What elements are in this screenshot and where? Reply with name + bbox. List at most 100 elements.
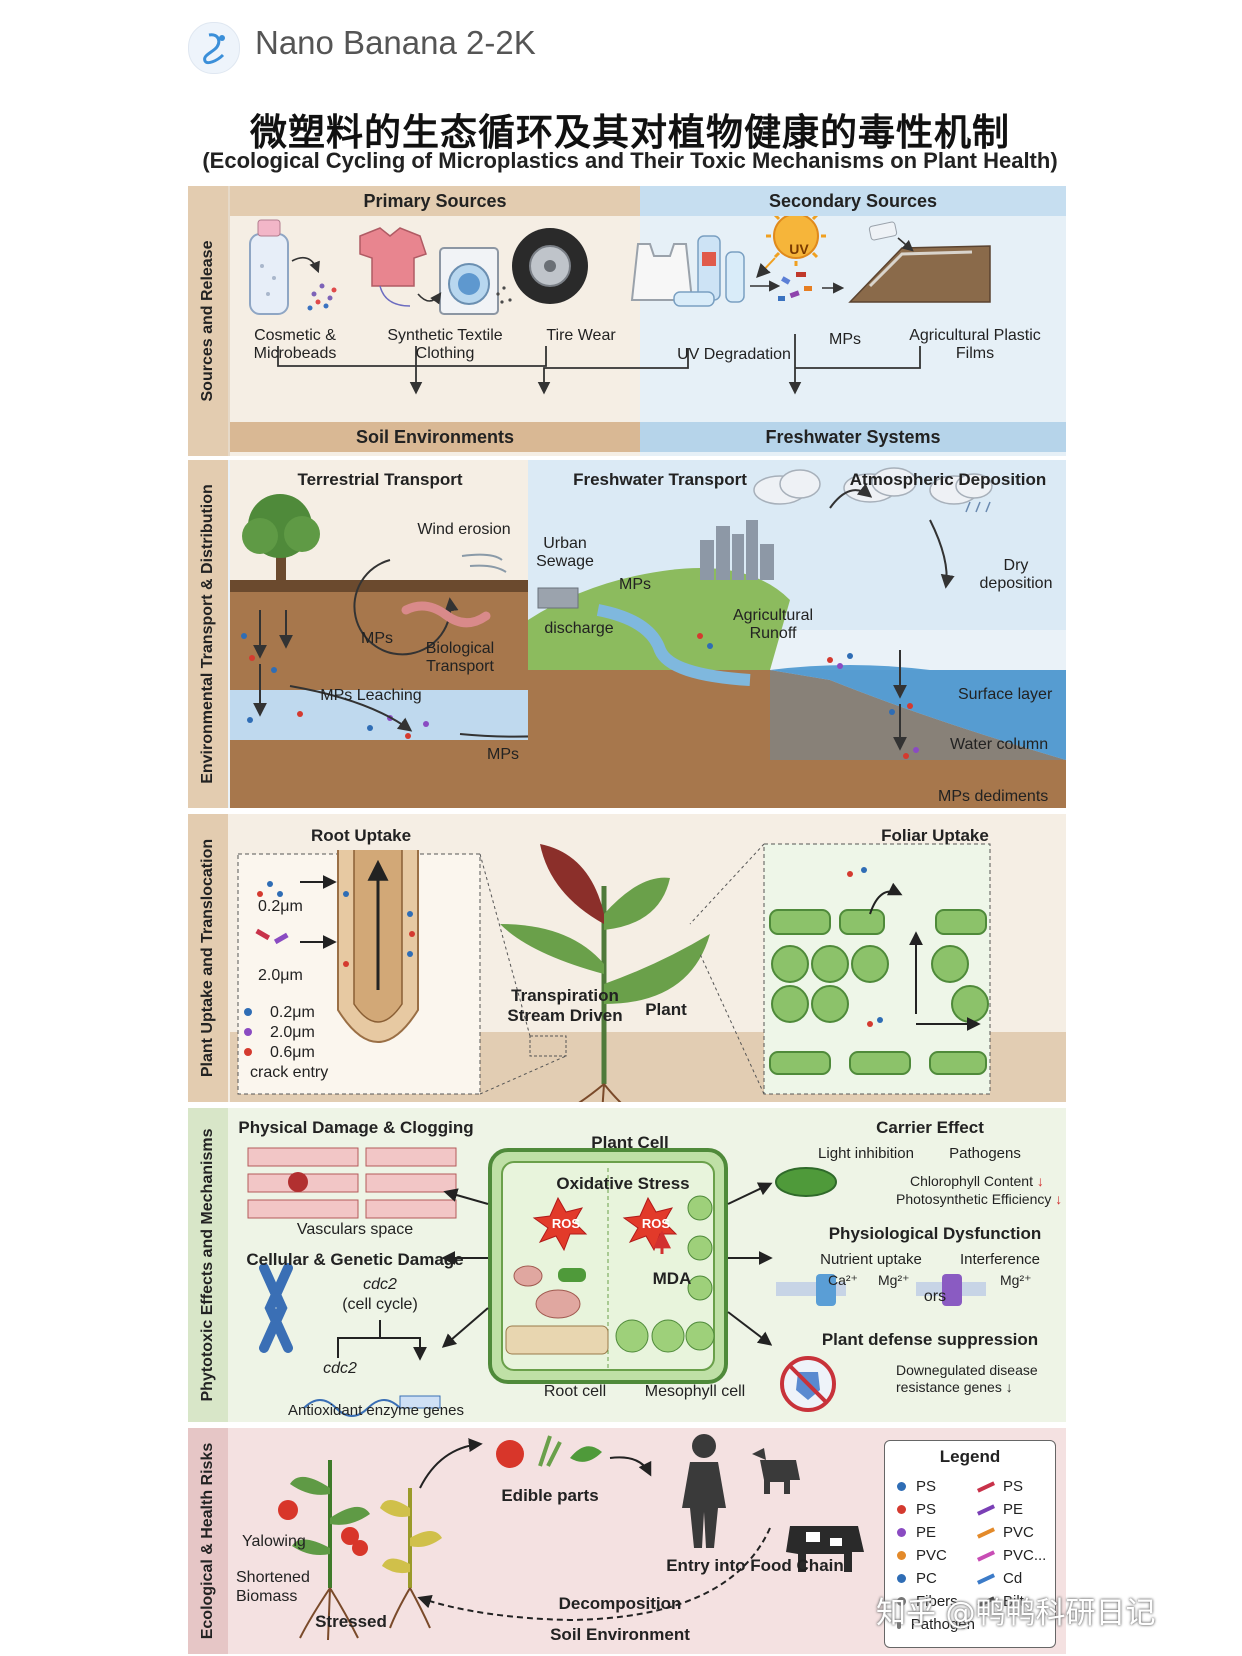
legend-item: Fibers [897,1590,975,1613]
legend-swatch-icon [897,1528,906,1537]
size-2-0-label: 2.0μm [258,967,303,984]
light-inhibition-label: Light inhibition [818,1145,914,1162]
legend-item: Pathogen [897,1613,975,1636]
legend-item: PS [897,1475,975,1498]
risk-illustration [278,1434,864,1641]
legend-label: PE [1003,1501,1024,1518]
ros-label-2: ROS [641,1216,671,1231]
legend-swatch-icon [976,1503,996,1516]
legend-swatch-icon [897,1551,906,1560]
legend-label: Pathogen [910,1616,975,1633]
legend-label: PC [916,1570,937,1587]
legend-label: PVC... [1003,1547,1047,1564]
wind-erosion-label: Wind erosion [417,521,511,538]
primary-panel [230,186,640,456]
mesophyll-cell-label: Mesophyll cell [644,1383,746,1400]
cosmetic-label: Cosmetic &Microbeads [253,327,337,363]
physiological-dysfunction-title: Physiological Dysfunction [828,1224,1042,1243]
stressed-label: Stressed [315,1612,387,1631]
soil-environment-label: Soil Environment [550,1625,690,1644]
primary-sources-header: Primary Sources [230,186,640,216]
side-label-uptake: Plant Uptake and Translocation [188,814,228,1102]
vascular-space-label: Vasculars space [296,1221,414,1238]
legend-item: PS [897,1498,975,1521]
legend-swatch-icon [897,1620,901,1629]
foliar-uptake-title: Foliar Uptake [881,826,989,845]
pathogens-label: Pathogens [949,1145,1021,1162]
side-label-sources: Sources and Release [188,186,228,456]
interference-label: Interference [959,1251,1041,1268]
phyto-illustration [247,1147,986,1417]
cell-cycle-label: (cell cycle) [342,1296,418,1313]
legend-label: PVC [916,1547,947,1564]
cellular-damage-title: Cellular & Genetic Damage [246,1250,464,1269]
uptake-legend-3: 0.6μm [270,1044,315,1061]
ros-label-1: ROS [551,1216,581,1231]
decomposition-label: Decomposition [558,1594,682,1613]
carrier-effect-title: Carrier Effect [876,1118,984,1137]
mps-ground-label: MPs [487,746,519,763]
nutrient-uptake-label: Nutrient uptake [820,1251,922,1268]
legend-swatch-icon [897,1505,906,1514]
water-column-label: Water column [950,736,1049,753]
ors-label: ors [923,1288,947,1305]
mps-leaching-label: MPs Leaching [320,687,422,704]
ca-label: Ca²⁺ [828,1272,858,1288]
legend-item: PVC... [976,1544,1053,1567]
legend-label: PE [916,1524,937,1541]
legend-item: Bilt [976,1590,1053,1613]
physical-damage-title: Physical Damage & Clogging [238,1118,474,1137]
side-label-transport: Environmental Transport & Distribution [188,460,228,808]
legend-swatch-icon [897,1574,906,1583]
legend-swatch-icon [976,1549,996,1562]
watermark: 知乎 @鸭鸭科研日记 [876,1596,1156,1631]
legend-label: PS [916,1478,937,1495]
cdc2-top-label: cdc2 [363,1276,397,1293]
legend-label: Fibers [916,1593,958,1610]
legend-item: PVC [897,1544,975,1567]
legend-label: PVC [1003,1524,1034,1541]
secondary-panel [640,186,1066,456]
legend-label: PS [916,1501,937,1518]
atmospheric-deposition-title: Atmospheric Deposition [849,470,1047,489]
soil-environments-bar: Soil Environments [230,422,640,452]
legend-title: Legend [939,1447,1001,1466]
antioxidant-genes-label: Antioxidant enzyme genes [288,1402,464,1419]
mg-label: Mg²⁺ [878,1272,910,1288]
side-label-phyto: Phytotoxic Effects and Mechanisms [188,1108,228,1422]
mps-secondary-label: MPs [829,331,861,348]
plant-defense-title: Plant defense suppression [821,1330,1039,1349]
plant-cell-title: Plant Cell [591,1133,669,1152]
cdc2-bottom-label: cdc2 [323,1360,357,1377]
mps-fresh-label: MPs [619,576,651,593]
legend-label: Bilt [1003,1593,1024,1610]
uptake-legend-1: 0.2μm [270,1004,315,1021]
app-logo-icon [188,22,240,74]
legend-item: PE [897,1521,975,1544]
legend-item: PC [897,1567,975,1590]
freshwater-transport-title: Freshwater Transport [573,470,747,489]
tire-wear-label: Tire Wear [546,327,616,344]
legend-label: PS [1003,1478,1024,1495]
uptake-illustration [230,843,1066,1102]
legend-item: PS [976,1475,1053,1498]
page-subtitle: (Ecological Cycling of Microplastics and… [202,148,1058,173]
sources-illustration [249,216,991,395]
transport-illustration [230,460,1066,808]
legend-swatch-icon [897,1482,906,1491]
side-label-risk: Ecological & Health Risks [188,1428,228,1654]
freshwater-systems-bar: Freshwater Systems [640,422,1066,452]
photosynthetic-label: Photosynthetic Efficiency ↓ [896,1191,1063,1207]
legend-item: PE [976,1498,1053,1521]
legend-swatch-icon [897,1597,906,1606]
edible-parts-label: Edible parts [501,1486,599,1505]
discharge-label: discharge [544,620,614,637]
yellowing-label: Yalowing [242,1533,306,1550]
